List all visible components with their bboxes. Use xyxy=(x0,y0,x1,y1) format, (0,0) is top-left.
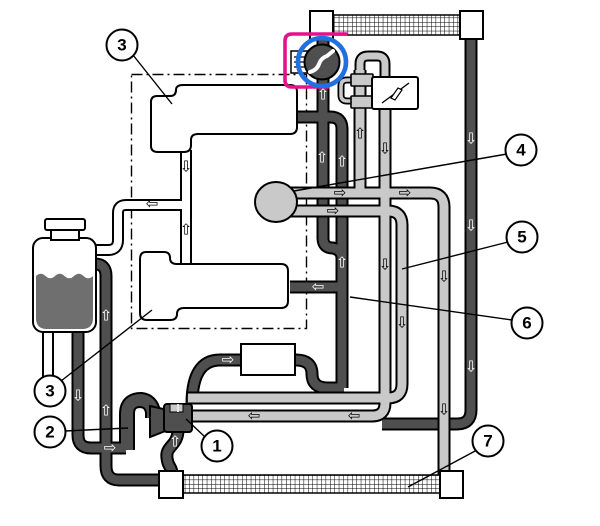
callout-leaders xyxy=(60,54,513,488)
blue-highlight-ring xyxy=(295,35,349,89)
callout-5: 5 xyxy=(505,220,539,254)
callout-4: 4 xyxy=(504,133,538,167)
callout-6: 6 xyxy=(510,306,544,340)
callout-2: 2 xyxy=(33,415,67,449)
heat-exchanger-top xyxy=(150,84,298,153)
callout-3-bottom: 3 xyxy=(33,374,67,408)
bottom-radiator xyxy=(158,470,464,499)
top-radiator xyxy=(309,10,484,40)
thermostat-unit xyxy=(303,43,341,81)
valve-collar-bottom xyxy=(350,95,374,109)
shutoff-valve xyxy=(371,76,419,110)
callout-1: 1 xyxy=(200,429,234,463)
callout-3-top: 3 xyxy=(105,28,139,62)
tank-fluid xyxy=(36,273,93,329)
thermostat-icon xyxy=(308,49,335,74)
tank-cap xyxy=(44,218,86,231)
heat-exchanger-bottom xyxy=(139,251,289,321)
expansion-tank xyxy=(32,218,97,333)
thermostat-housing xyxy=(163,403,193,433)
coolant-distributor xyxy=(254,181,298,223)
valve-collar-top xyxy=(350,73,374,87)
callout-7: 7 xyxy=(471,424,505,458)
pink-highlight-outline xyxy=(283,32,348,89)
oil-cooler xyxy=(240,343,296,376)
